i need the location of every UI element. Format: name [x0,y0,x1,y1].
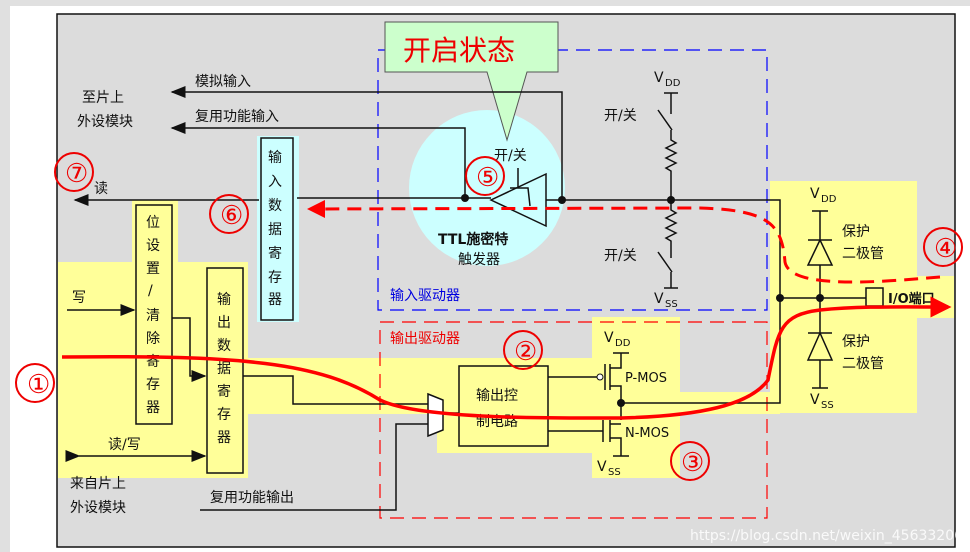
svg-text:存: 存 [268,270,282,286]
svg-text:V: V [810,186,820,202]
svg-text:置: 置 [146,261,160,277]
svg-text:DD: DD [665,78,681,89]
svg-text:寄: 寄 [217,383,231,400]
svg-text:SS: SS [608,467,621,478]
svg-text:/: / [148,283,153,299]
input-driver-region [377,49,768,311]
svg-text:存: 存 [146,377,160,393]
output-driver-label: 输出驱动器 [390,331,460,347]
alt-input-wire [170,122,466,198]
output-driver-region [379,321,768,519]
svg-text:V: V [654,291,664,307]
svg-text:V: V [604,330,614,346]
svg-text:SS: SS [821,400,834,411]
alt-output-label: 复用功能输出 [210,489,294,506]
svg-text:②: ② [514,337,537,367]
svg-text:除: 除 [146,331,160,347]
input-data-register [260,137,294,321]
svg-text:③: ③ [681,448,704,478]
svg-text:V: V [810,392,820,408]
svg-text:SS: SS [665,299,678,310]
input-data-register-label: 输 入 数 据 寄 存 器 [268,150,282,308]
svg-text:输: 输 [268,150,282,166]
write-label: 写 [72,290,86,306]
svg-text:据: 据 [268,222,282,238]
to-peripheral-label-2: 外设模块 [77,114,133,130]
svg-text:①: ① [27,370,50,400]
svg-text:V: V [654,70,664,86]
svg-text:寄: 寄 [268,245,282,262]
input-path [307,199,941,284]
alt-output-wire [200,423,428,511]
svg-text:入: 入 [268,174,282,190]
schmitt-label-2: 触发器 [458,252,500,268]
diode-label-top-2: 二极管 [842,246,884,262]
page-top-strip [0,0,970,6]
bit-set-clear-register [135,204,173,425]
svg-text:数: 数 [217,338,231,354]
bit-set-clear-register-label: 位 设 置 / 清 除 寄 存 器 [146,215,160,416]
schmitt-switch-label: 开/关 [494,148,527,164]
watermark: https://blog.csdn.net/weixin_45633206 [690,528,963,544]
svg-text:器: 器 [146,400,160,416]
svg-text:DD: DD [615,338,631,349]
output-data-register [206,267,244,474]
svg-text:存: 存 [217,407,231,423]
pullup-switch-label: 开/关 [604,108,637,124]
svg-text:数: 数 [268,198,282,214]
callout-bubble [384,21,559,142]
schmitt-label: TTL施密特 [438,231,508,248]
pull-resistors [657,92,678,289]
svg-text:⑥: ⑥ [220,201,243,231]
svg-text:DD: DD [821,194,837,205]
diode-label-top: 保护 [842,224,870,240]
schmitt-highlight [409,110,565,266]
svg-text:设: 设 [146,238,160,254]
alt-input-label: 复用功能输入 [195,108,279,125]
output-data-register-label: 输 出 数 据 寄 存 器 [217,292,231,446]
analog-input-wire [170,86,563,200]
svg-text:输出控: 输出控 [476,388,518,404]
svg-text:位: 位 [146,215,160,231]
analog-input-label: 模拟输入 [195,74,251,90]
schmitt-switch [510,168,531,207]
mos-transistors [548,352,629,457]
diode-label-bottom: 保护 [842,334,870,350]
to-peripheral-label: 至片上 [82,90,124,106]
svg-text:⑦: ⑦ [65,159,88,189]
read-label: 读 [94,180,108,197]
pmos-label: P-MOS [625,371,667,386]
svg-text:出: 出 [217,315,231,331]
svg-text:V: V [597,459,607,475]
callout-text: 开启状态 [403,34,515,67]
from-peripheral-label-2: 外设模块 [70,500,126,516]
output-path [61,296,952,420]
output-control-circuit [458,365,549,447]
svg-text:清: 清 [146,308,160,324]
svg-text:⑤: ⑤ [476,163,499,193]
svg-text:输: 输 [217,292,231,308]
from-peripheral-label: 来自片上 [70,476,126,492]
svg-text:器: 器 [268,292,282,308]
read-write-label: 读/写 [108,436,141,453]
svg-text:④: ④ [934,234,957,264]
output-mux [427,392,444,438]
diode-label-bottom-2: 二极管 [842,356,884,372]
io-port-label: I/O端口 [888,291,935,307]
input-driver-label: 输入驱动器 [390,288,460,304]
nmos-label: N-MOS [625,426,669,441]
svg-text:器: 器 [217,430,231,446]
pulldown-switch-label: 开/关 [604,248,637,264]
page-left-strip [0,0,10,552]
step-markers: ① ② ③ ④ ⑤ ⑥ ⑦ [15,152,963,481]
svg-text:据: 据 [217,361,231,377]
